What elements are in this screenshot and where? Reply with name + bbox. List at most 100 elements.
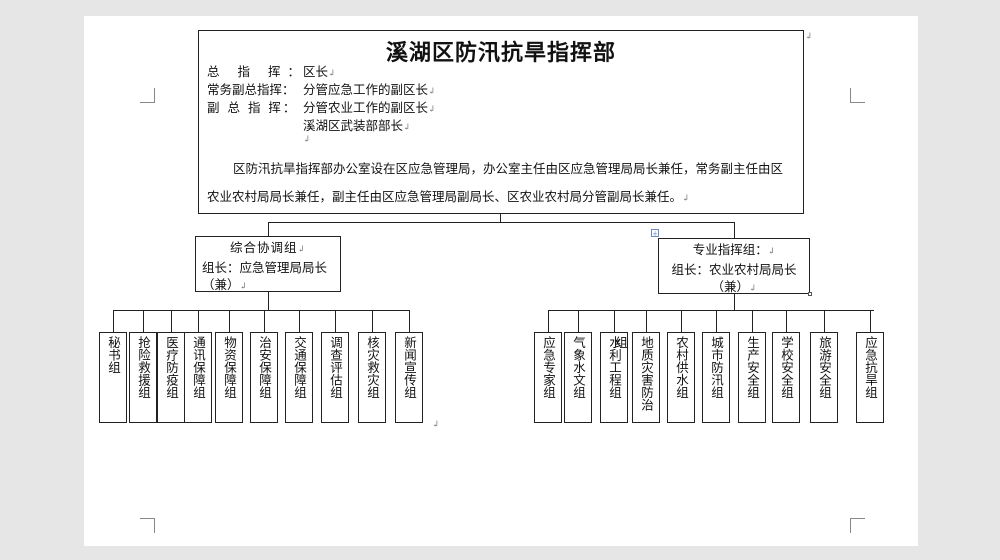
subgroup-label: 秘书组 <box>106 336 121 374</box>
crop-mark-bottom-right <box>850 518 865 533</box>
subgroup-drop-line <box>299 310 300 332</box>
subgroup-box[interactable]: 应急专家组 <box>534 332 562 423</box>
subgroup-box[interactable]: 治安保障组 <box>250 332 278 423</box>
professional-group-text: 专业指挥组：↲ 组长：农业农村局局长（兼）↲ <box>665 241 803 298</box>
connector-coordination-down <box>268 292 269 310</box>
subgroup-box[interactable]: 交通保障组 <box>285 332 313 423</box>
subgroup-label: 医疗防疫组 <box>164 336 179 399</box>
subgroup-drop-line <box>681 310 682 332</box>
subgroup-drop-line <box>409 310 410 332</box>
subgroup-box[interactable]: 旅游安全组 <box>810 332 838 423</box>
subgroup-box[interactable]: 核灾救灾组 <box>358 332 386 423</box>
paragraph-mark: ↲ <box>805 32 813 42</box>
subgroup-box[interactable]: 水利工程组 <box>600 332 628 423</box>
hq-deputy-line-2: 溪湖区武装部部长↲ <box>303 117 411 137</box>
paragraph-mark: ↲ <box>297 245 307 255</box>
subgroup-box[interactable]: 新闻宣传组 <box>395 332 423 423</box>
coordination-bus <box>113 310 409 311</box>
hq-executive-deputy-label: 常务副总指挥： <box>207 82 295 97</box>
subgroup-box[interactable]: 医疗防疫组 <box>157 332 185 423</box>
professional-bus <box>548 310 874 311</box>
subgroup-label: 交通保障组 <box>292 336 307 399</box>
subgroup-box[interactable]: 气象水文组 <box>564 332 592 423</box>
paragraph-mark: ↲ <box>403 123 411 133</box>
subgroup-drop-line <box>335 310 336 332</box>
hq-deputy-line: 副 总 指 挥：分管农业工作的副区长↲ <box>207 99 436 119</box>
subgroup-box[interactable]: 物资保障组 <box>215 332 243 423</box>
subgroup-drop-line <box>824 310 825 332</box>
subgroup-label: 旅游安全组 <box>817 336 832 399</box>
subgroup-drop-line <box>198 310 199 332</box>
subgroup-drop-line <box>870 310 871 332</box>
hq-commander-value: 区长 <box>303 64 329 79</box>
hq-deputy-label: 副 总 指 挥： <box>207 100 298 115</box>
subgroup-label: 应急专家组 <box>541 336 556 399</box>
connector-to-professional <box>734 222 735 238</box>
subgroup-box[interactable]: 应急抗旱组 <box>856 332 884 423</box>
hq-box[interactable]: 溪湖区防汛抗旱指挥部 总 指 挥：区长↲ 常务副总指挥：分管应急工作的副区长↲ … <box>198 30 804 214</box>
paragraph-mark: ↲ <box>748 284 757 294</box>
subgroup-box[interactable]: 城市防汛组 <box>702 332 730 423</box>
subgroup-label: 物资保障组 <box>222 336 237 399</box>
subgroup-label: 地质灾害防治组 <box>613 336 654 411</box>
professional-title-text: 专业指挥组： <box>692 242 768 257</box>
subgroup-drop-line <box>113 310 114 332</box>
connector-to-coordination <box>268 222 269 236</box>
paragraph-mark: ↲ <box>428 87 436 97</box>
coordination-group-box[interactable]: 综合协调组↲ 组长：应急管理局局长（兼）↲ <box>195 236 341 292</box>
crop-mark-top-left <box>140 88 155 103</box>
paragraph-mark: ↲ <box>432 420 440 430</box>
professional-group-title: 专业指挥组：↲ <box>665 241 803 261</box>
subgroup-box[interactable]: 地质灾害防治组 <box>613 332 660 423</box>
hq-commander-line: 总 指 挥：区长↲ <box>207 63 336 83</box>
subgroup-label: 调查评估组 <box>328 336 343 399</box>
hq-office-note: 区防汛抗旱指挥部办公室设在区应急管理局，办公室主任由区应急管理局局长兼任，常务副… <box>207 155 793 213</box>
subgroup-box[interactable]: 调查评估组 <box>321 332 349 423</box>
crop-mark-top-right <box>850 88 865 103</box>
professional-leader-text: 组长：农业农村局局长（兼） <box>671 262 797 294</box>
hq-office-note-text: 区防汛抗旱指挥部办公室设在区应急管理局，办公室主任由区应急管理局局长兼任，常务副… <box>207 161 784 204</box>
coordination-group-text: 综合协调组↲ 组长：应急管理局局长（兼）↲ <box>202 239 334 296</box>
hq-executive-deputy-line: 常务副总指挥： 分管应急工作的副区长↲ <box>207 81 436 101</box>
subgroup-label: 气象水文组 <box>571 336 586 399</box>
subgroup-label: 抢险救援组 <box>136 336 151 399</box>
subgroup-label: 治安保障组 <box>257 336 272 399</box>
subgroup-drop-line <box>578 310 579 332</box>
connector-hq-horizontal <box>268 222 734 223</box>
connector-hq-down <box>500 214 501 222</box>
subgroup-box[interactable]: 农村供水组 <box>667 332 695 423</box>
coordination-group-title: 综合协调组↲ <box>202 239 334 259</box>
subgroup-box[interactable]: 通讯保障组 <box>184 332 212 423</box>
subgroup-drop-line <box>548 310 549 332</box>
subgroup-label: 生产安全组 <box>745 336 760 399</box>
subgroup-box[interactable]: 生产安全组 <box>738 332 766 423</box>
subgroup-drop-line <box>646 310 647 332</box>
subgroup-box[interactable]: 学校安全组 <box>772 332 800 423</box>
subgroup-label: 应急抗旱组 <box>863 336 878 399</box>
hq-deputy-value: 分管农业工作的副区长 <box>303 100 429 115</box>
paragraph-mark: ↲ <box>682 194 690 204</box>
subgroup-drop-line <box>752 310 753 332</box>
subgroup-drop-line <box>716 310 717 332</box>
coordination-group-leader: 组长：应急管理局局长（兼）↲ <box>202 259 334 296</box>
hq-executive-deputy-value: 分管应急工作的副区长 <box>303 82 429 97</box>
hq-deputy-value-2: 溪湖区武装部部长 <box>303 118 404 133</box>
subgroup-label: 核灾救灾组 <box>365 336 380 399</box>
subgroup-drop-line <box>171 310 172 332</box>
subgroup-drop-line <box>786 310 787 332</box>
professional-group-box[interactable]: 专业指挥组：↲ 组长：农业农村局局长（兼）↲ <box>658 238 812 296</box>
subgroup-drop-line <box>143 310 144 332</box>
coordination-title-text: 综合协调组 <box>229 240 298 255</box>
paragraph-mark: ↲ <box>303 135 311 145</box>
connector-professional-down <box>734 294 735 310</box>
paragraph-mark: ↲ <box>767 247 776 257</box>
subgroup-drop-line <box>614 310 615 332</box>
professional-group-leader: 组长：农业农村局局长（兼）↲ <box>665 261 803 298</box>
subgroup-label: 农村供水组 <box>674 336 689 399</box>
hq-commander-label: 总 指 挥： <box>207 64 307 79</box>
paragraph-mark: ↲ <box>328 69 336 79</box>
subgroup-box[interactable]: 抢险救援组 <box>129 332 157 423</box>
subgroup-box[interactable]: 秘书组 <box>99 332 127 423</box>
resize-handle[interactable] <box>808 292 812 296</box>
anchor-icon[interactable]: + <box>651 229 659 238</box>
